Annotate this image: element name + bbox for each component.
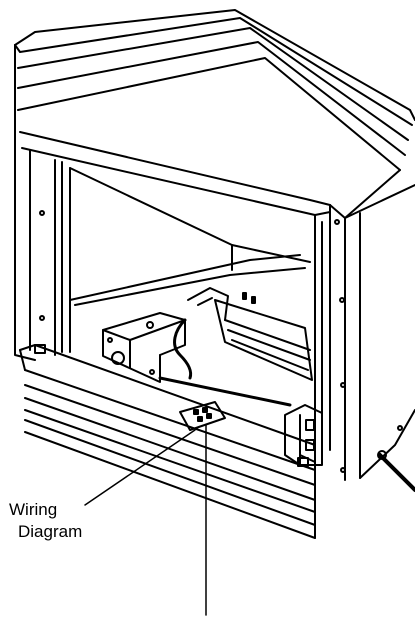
bottom-louvers — [19, 344, 316, 539]
left-frame — [14, 44, 71, 361]
right-frame — [314, 204, 415, 481]
wiring-diagram-leader — [84, 429, 196, 506]
top-surround — [14, 9, 415, 219]
blower-assembly — [173, 287, 313, 381]
callout-label-line1: Wiring — [9, 500, 58, 519]
control-box — [102, 312, 186, 383]
firebox — [69, 167, 311, 306]
power-cable — [158, 376, 415, 492]
callout-label-line2: Diagram — [18, 522, 83, 541]
